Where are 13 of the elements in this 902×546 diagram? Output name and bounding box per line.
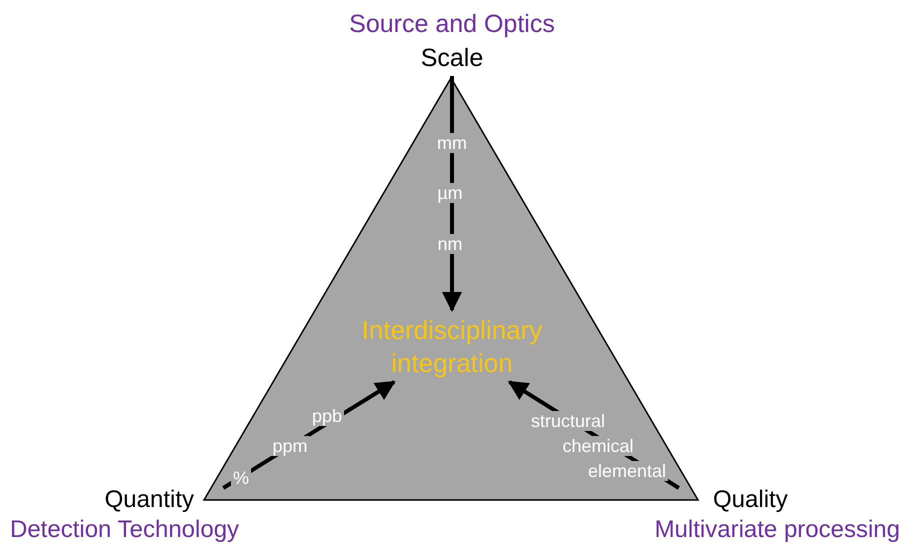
corner-label: Quantity (104, 488, 194, 512)
scale-label: mm (435, 133, 469, 153)
scale-label: nm (436, 234, 464, 254)
category-label: Multivariate processing (654, 518, 900, 542)
corner-label: Source and Optics (348, 12, 556, 37)
quantity-label: ppm (270, 436, 310, 456)
category-label: Scale (420, 46, 484, 71)
corner-label: Quality (713, 488, 788, 512)
center-title: Interdisciplinary integration (360, 314, 544, 379)
quality-label: elemental (586, 461, 668, 481)
triangle-shape (204, 78, 698, 500)
category-label: Detection Technology (10, 518, 240, 542)
quantity-label: % (231, 468, 251, 488)
